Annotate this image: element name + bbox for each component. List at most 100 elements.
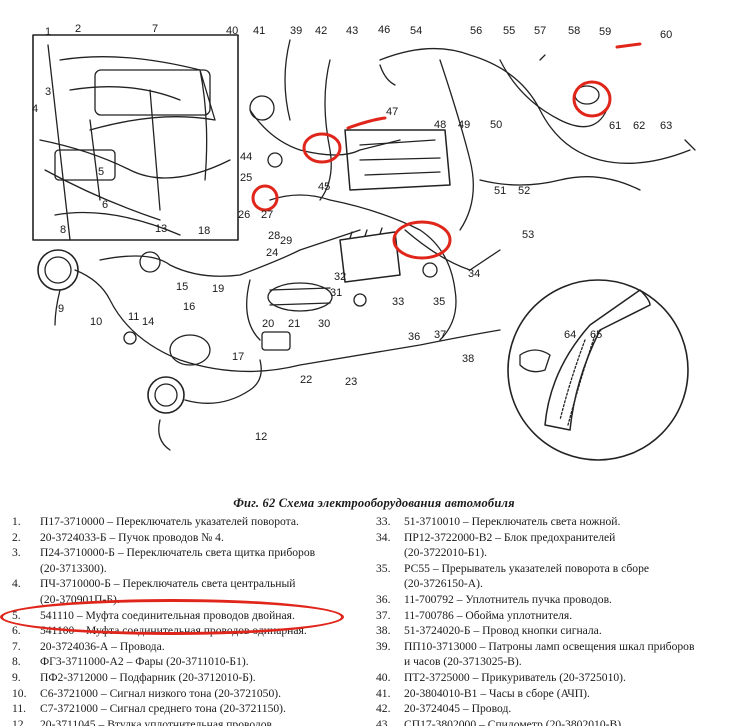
legend-number: 43. [376, 717, 391, 726]
legend-number: 1. [12, 515, 21, 528]
callout-number: 45 [318, 181, 330, 193]
legend-number: 11. [12, 702, 27, 716]
callout-number: 46 [378, 24, 390, 36]
callout-number: 50 [490, 119, 502, 131]
legend-text: 20-3724036-А – Провода. [40, 639, 165, 653]
detail-circle [507, 279, 689, 461]
legend-number: 33. [376, 515, 391, 528]
callout-number: 28 [268, 230, 280, 242]
callout-number: 13 [155, 223, 167, 235]
callout-number: 62 [633, 120, 645, 132]
callout-number: 22 [300, 374, 312, 386]
callout-number: 24 [266, 247, 278, 259]
legend-text: ПР12-3722000-В2 – Блок предохранителей [404, 530, 616, 544]
callout-number: 7 [152, 23, 158, 35]
legend-number: 41. [376, 686, 391, 700]
legend-text: 20-3711045 – Втулка уплотнительная прово… [40, 717, 275, 726]
legend-item: 39.ПП10-3713000 – Патроны ламп освещения… [376, 639, 742, 655]
legend-item: 41.20-3804010-В1 – Часы в сборе (АЧП). [376, 686, 742, 702]
legend-number: 6. [12, 624, 21, 638]
callout-number: 65 [590, 329, 602, 341]
legend-text: 51-3710010 – Переключатель света ножной. [404, 515, 621, 528]
callout-number: 6 [102, 199, 108, 211]
legend-item: 1. П17-3710000 – Переключатель указателей… [12, 514, 360, 530]
callout-number: 56 [470, 25, 482, 37]
legend-number: 9. [12, 670, 21, 684]
legend-text-continued: (20-3713300). [40, 561, 107, 575]
figure-caption: Фиг. 62 Схема электрооборудования автомо… [233, 496, 515, 510]
callout-number: 58 [568, 25, 580, 37]
legend-item: 2. 20-3724033-Б – Пучок проводов № 4. [12, 530, 360, 546]
legend-text: П17-3710000 – Переключатель указателей п… [40, 515, 299, 528]
callout-number: 9 [58, 303, 64, 315]
legend-number: 5. [12, 608, 21, 622]
callout-number: 10 [90, 316, 102, 328]
legend-item: 40.ПТ2-3725000 – Прикуриватель (20-37250… [376, 670, 742, 686]
legend-text: 11-700792 – Уплотнитель пучка проводов. [404, 592, 612, 606]
callout-number: 51 [494, 185, 506, 197]
callout-number: 25 [240, 172, 252, 184]
callout-number: 30 [318, 318, 330, 330]
callout-number: 49 [458, 119, 470, 131]
legend-text-continued: и часов (20-3713025-В). [404, 655, 522, 669]
callout-number: 2 [75, 23, 81, 35]
legend-number: 3. [12, 546, 21, 560]
legend-text: ПФ2-3712000 – Подфарник (20-3712010-Б). [40, 670, 256, 684]
callout-number: 61 [609, 120, 621, 132]
callout-number: 21 [288, 318, 300, 330]
legend-item: 6. 541100 – Муфта соединительная проводов… [12, 623, 360, 639]
callout-number: 3 [45, 86, 51, 98]
legend-text: 541100 – Муфта соединительная проводов о… [40, 624, 307, 638]
legend-number: 40. [376, 670, 391, 684]
callout-number: 4 [32, 103, 38, 115]
legend-text: П24-3710000-Б – Переключатель света щитк… [40, 546, 316, 560]
legend-item: 42.20-3724045 – Провод. [376, 701, 742, 717]
legend-number: 10. [12, 686, 27, 700]
callout-number: 14 [142, 316, 154, 328]
legend-number: 37. [376, 608, 391, 622]
legend-text: С6-3721000 – Сигнал низкого тона (20-372… [40, 686, 281, 700]
legend-number: 12. [12, 717, 27, 726]
legend-left-column: 1. П17-3710000 – Переключатель указателей… [12, 514, 360, 726]
legend-number: 2. [12, 530, 21, 544]
legend-item: 34. ПР12-3722000-В2 – Блок предохранителе… [376, 530, 742, 546]
callout-number: 43 [346, 25, 358, 37]
legend-right-column: 33. 51-3710010 – Переключатель света ножн… [376, 514, 742, 726]
callout-number: 39 [290, 25, 302, 37]
callout-number: 18 [198, 225, 210, 237]
callout-number: 16 [183, 301, 195, 313]
callout-number: 48 [434, 119, 446, 131]
callout-number: 26 [238, 209, 250, 221]
callout-number: 29 [280, 235, 292, 247]
legend-number: 36. [376, 592, 391, 606]
callout-number: 54 [410, 25, 422, 37]
callout-number: 31 [330, 287, 342, 299]
callout-number: 27 [261, 209, 273, 221]
callout-number: 64 [564, 329, 576, 341]
red-annotations [251, 42, 642, 260]
legend-item: 8.ФГ3-3711000-А2 – Фары (20-3711010-Б1). [12, 654, 360, 670]
legend-number: 34. [376, 530, 391, 544]
callout-number: 60 [660, 29, 672, 41]
callout-number: 55 [503, 25, 515, 37]
callout-number: 52 [518, 185, 530, 197]
callout-number: 1 [45, 26, 51, 38]
legend-number: 39. [376, 639, 391, 653]
legend-text-continued: (20-3722010-Б1). [404, 546, 487, 560]
legend-text: С7-3721000 – Сигнал среднего тона (20-37… [40, 702, 286, 716]
legend-item: 10. С6-3721000 – Сигнал низкого тона (20-… [12, 686, 360, 702]
callout-number: 42 [315, 25, 327, 37]
callout-number: 35 [433, 296, 445, 308]
callout-number: 57 [534, 25, 546, 37]
callout-number: 38 [462, 353, 474, 365]
callout-number: 36 [408, 331, 420, 343]
legend-number: 35. [376, 561, 391, 575]
legend-item: 5.541110 – Муфта соединительная проводов… [12, 608, 360, 624]
callout-number: 23 [345, 376, 357, 388]
legend-number: 8. [12, 655, 21, 669]
callout-number: 34 [468, 268, 480, 280]
callout-number: 11 [128, 311, 139, 323]
legend-text: 20-3724033-Б – Пучок проводов № 4. [40, 530, 224, 544]
legend-number: 7. [12, 639, 21, 653]
